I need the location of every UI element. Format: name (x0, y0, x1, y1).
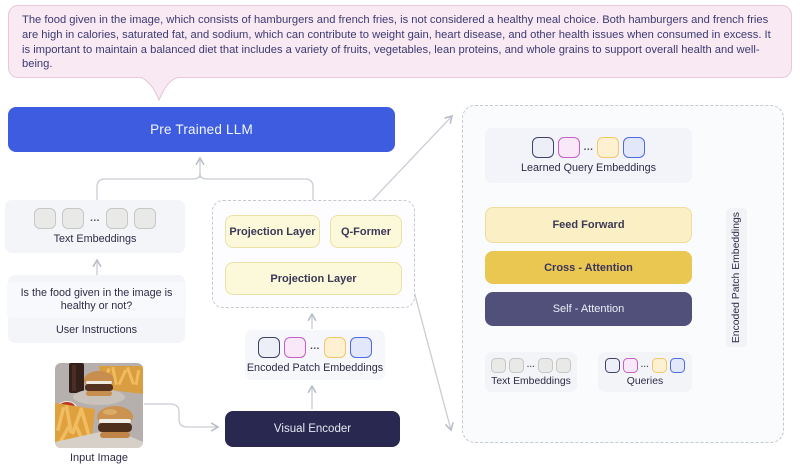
q-former-box: Q-Former (330, 215, 402, 248)
patch-embeddings-panel: ... Encoded Patch Embeddings (245, 330, 385, 380)
learned-query-panel: ... Learned Query Embeddings (485, 128, 692, 183)
bracket-midbox-to-llm-right (199, 173, 314, 200)
token-navy (604, 357, 620, 373)
token-gray (105, 208, 128, 229)
user-instructions-label: User Instructions (55, 324, 137, 336)
token-gray (62, 208, 85, 229)
llm-answer-bubble: The food given in the image, which consi… (8, 5, 792, 78)
user-question: Is the food given in the image is health… (7, 282, 186, 318)
burger-large (97, 406, 133, 438)
cross-attention-box: Cross - Attention (485, 251, 692, 284)
token-pink (622, 357, 638, 373)
text-embedding-tokens: ... (34, 208, 156, 229)
input-image-photo (55, 363, 143, 448)
ellipsis: ... (90, 212, 100, 224)
ellipsis: ... (526, 360, 536, 369)
arrow-image-to-encoder (144, 403, 220, 432)
learned-query-tokens: ... (531, 137, 646, 158)
token-gray (133, 208, 156, 229)
visual-encoder-box: Visual Encoder (225, 411, 400, 447)
bracket-textemb-to-llm-left (96, 173, 201, 200)
detail-text-embedding-tokens: ... (490, 357, 572, 373)
pre-trained-llm-box: Pre Trained LLM (8, 107, 395, 152)
patch-embeddings-label: Encoded Patch Embeddings (246, 361, 384, 374)
bubble-tail (139, 77, 181, 102)
encoded-patch-embeddings-strip: Encoded Patch Embeddings (726, 208, 747, 347)
ellipsis: ... (583, 141, 594, 153)
queries-panel: ... Queries (598, 352, 692, 392)
query-tokens: ... (604, 357, 686, 373)
learned-query-label: Learned Query Embeddings (520, 162, 657, 174)
user-instructions-panel: Is the food given in the image is health… (7, 275, 186, 343)
token-blue (623, 137, 646, 158)
ellipsis: ... (310, 341, 320, 352)
text-embeddings-label: Text Embeddings (53, 233, 137, 245)
patch-embedding-tokens: ... (258, 336, 372, 358)
input-image-label: Input Image (69, 452, 129, 464)
token-yellow (597, 137, 620, 158)
queries-label: Queries (626, 375, 664, 387)
projection-layer-bottom-box: Projection Layer (225, 262, 402, 295)
detail-text-embeddings-panel: ... Text Embeddings (485, 352, 577, 392)
token-pink (557, 137, 580, 158)
token-gray (508, 357, 524, 373)
token-blue (349, 336, 372, 358)
detail-text-embeddings-label: Text Embeddings (491, 375, 571, 387)
cola-drink (69, 363, 84, 393)
projection-layer-top-box: Projection Layer (225, 215, 320, 248)
token-navy (531, 137, 554, 158)
token-gray (34, 208, 57, 229)
token-navy (258, 336, 281, 358)
token-gray (490, 357, 506, 373)
encoded-patch-embeddings-vertical-label: Encoded Patch Embeddings (731, 211, 742, 344)
token-gray (538, 357, 554, 373)
ellipsis: ... (640, 360, 650, 369)
token-blue (670, 357, 686, 373)
burger-small (84, 371, 114, 396)
self-attention-box: Self - Attention (485, 292, 692, 326)
token-yellow (323, 336, 346, 358)
plate (73, 389, 125, 405)
feed-forward-box: Feed Forward (485, 207, 692, 243)
token-yellow (652, 357, 668, 373)
text-embeddings-panel: ... Text Embeddings (5, 200, 185, 253)
token-pink (284, 336, 307, 358)
token-gray (556, 357, 572, 373)
